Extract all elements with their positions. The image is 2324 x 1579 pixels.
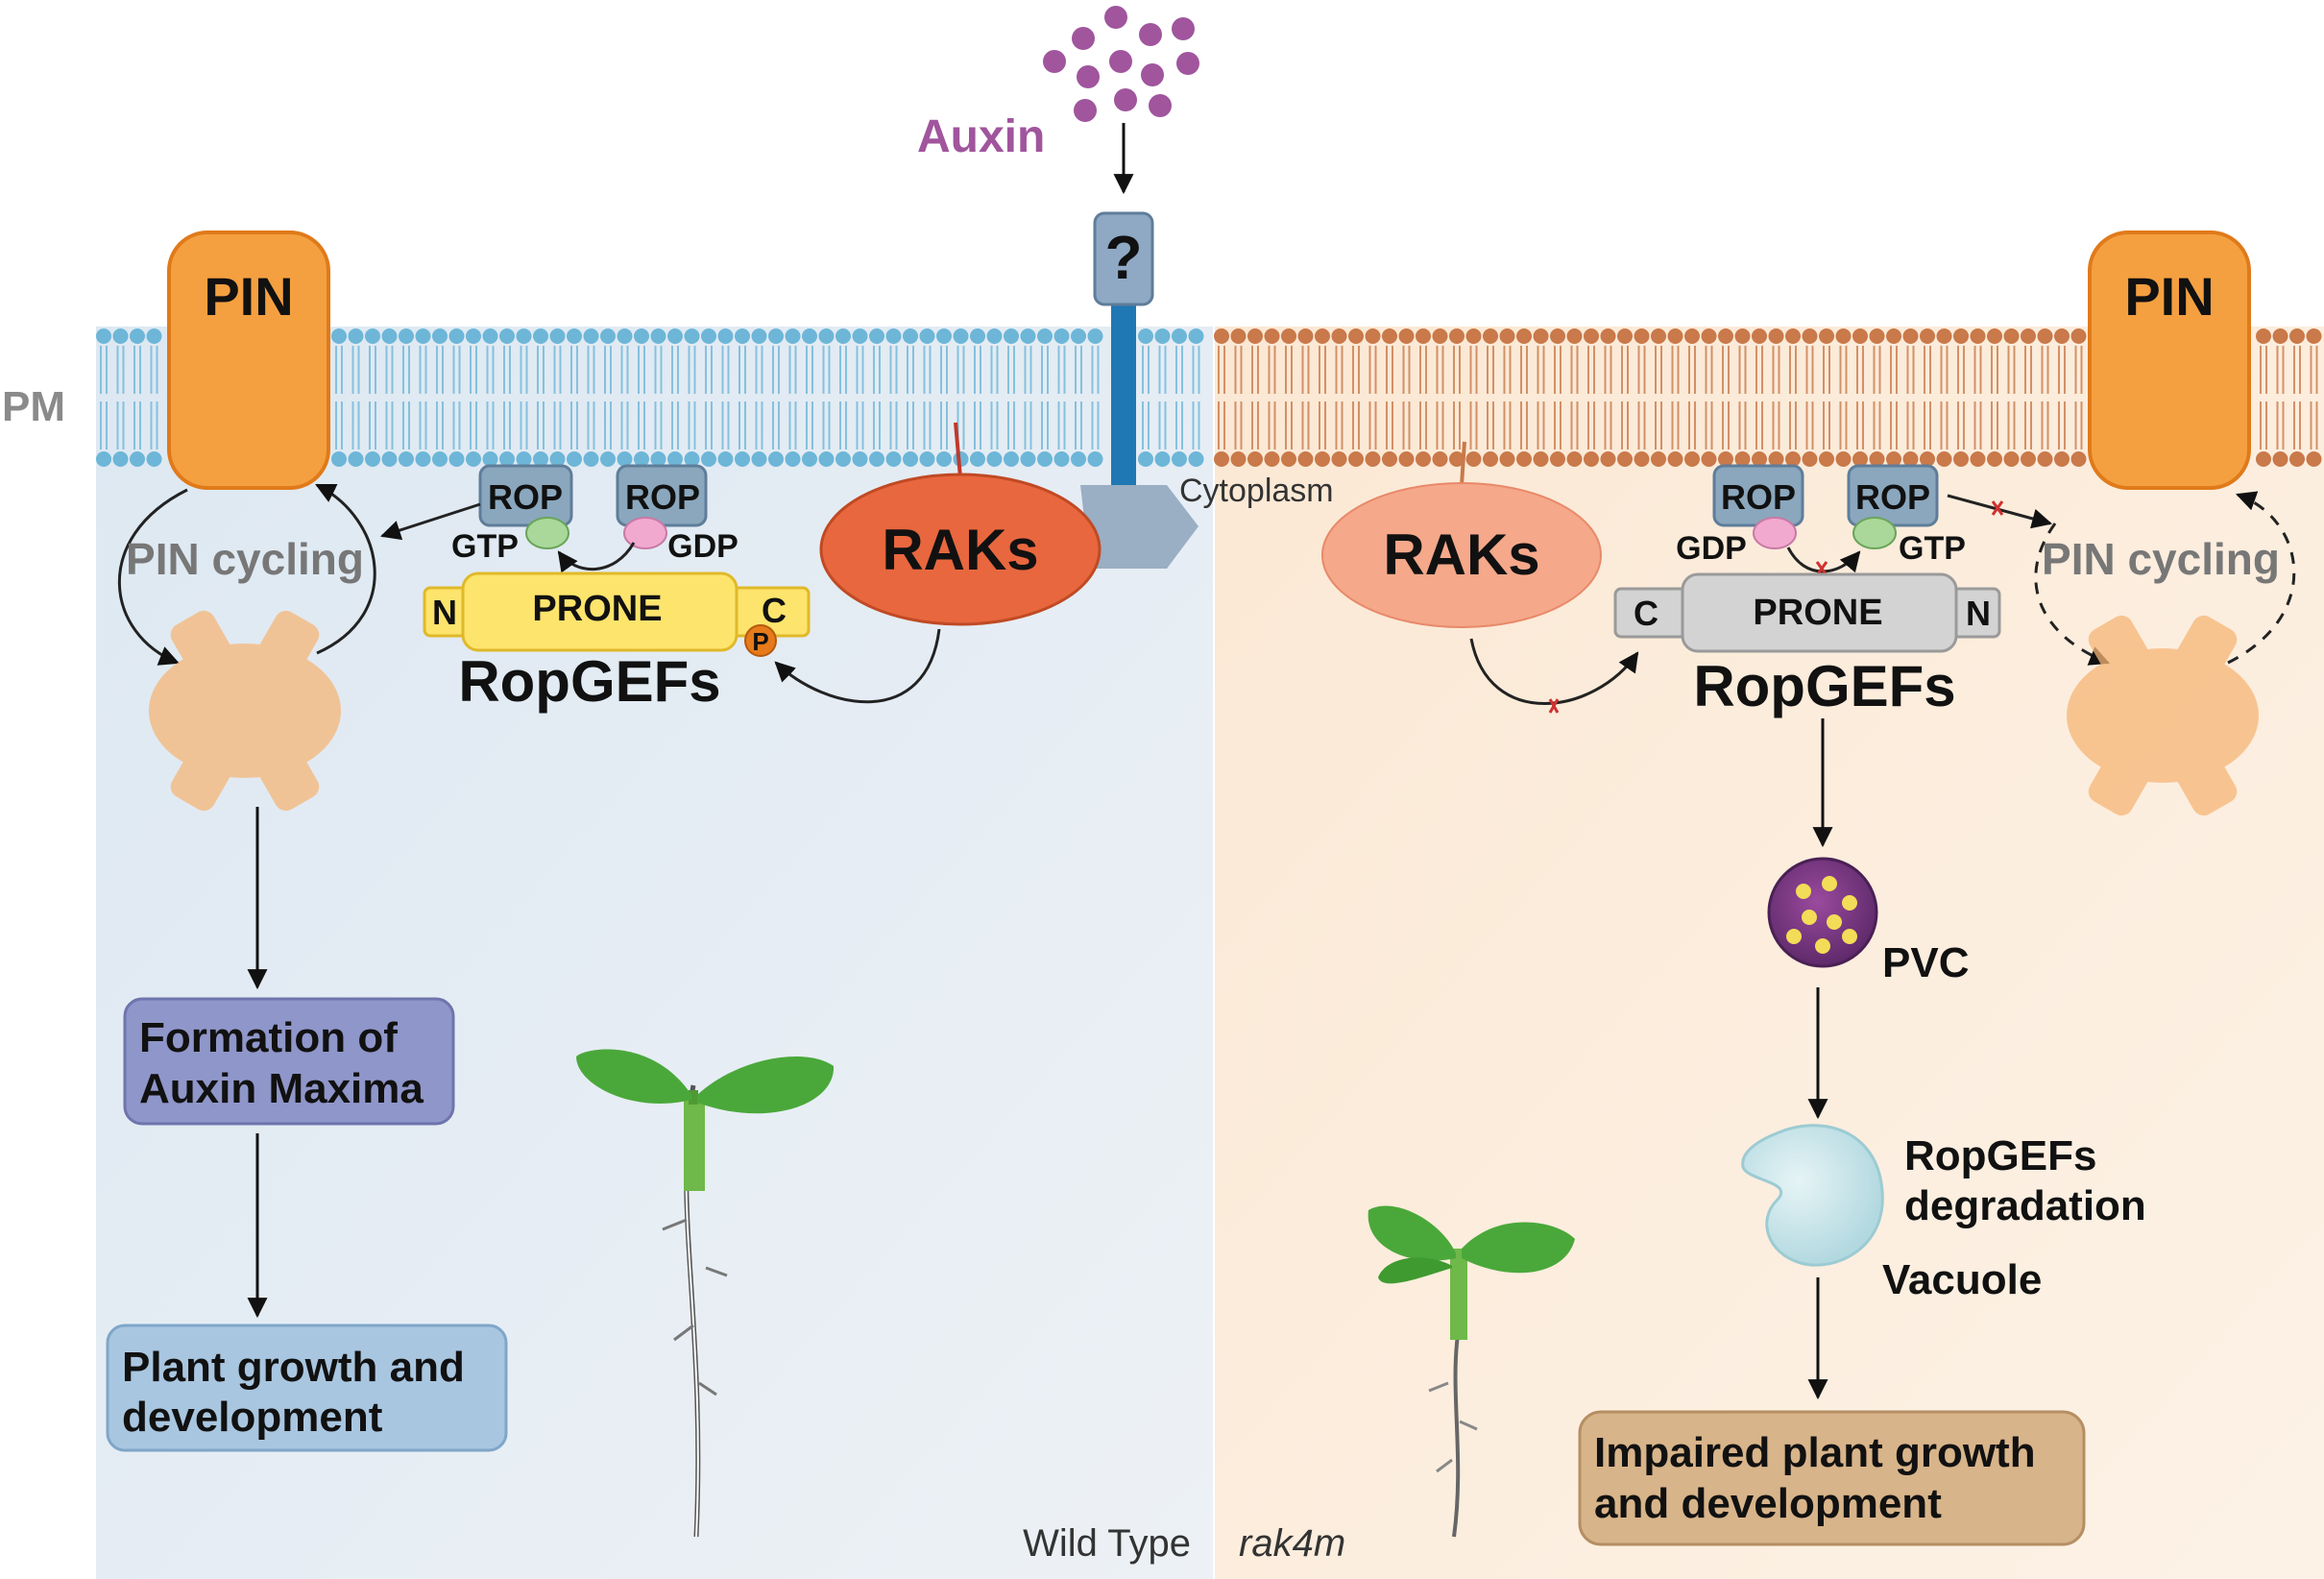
auxin-label: Auxin	[917, 111, 1045, 162]
n-terminus-mutant: N	[1966, 594, 1991, 633]
gdp-to-gtp-arrow	[557, 542, 636, 573]
box-plant-growth-line2: development	[122, 1394, 383, 1441]
pin-label-wild-type: PIN	[204, 266, 293, 327]
degradation-line1: RopGEFs	[1904, 1132, 2096, 1179]
n-terminus-wild-type: N	[432, 593, 457, 632]
block-mark-raks	[1548, 698, 1560, 714]
raks-blocked-arrow	[1469, 638, 1639, 705]
phosphorylation-mark: P	[752, 627, 768, 656]
pin-transporter-wild-type	[167, 231, 330, 490]
gdp-label-mutant: GDP	[1676, 530, 1747, 567]
pin-transporter-mutant	[2088, 231, 2251, 490]
receptor-question-mark: ?	[1104, 223, 1142, 292]
prone-label-wild-type: PRONE	[532, 589, 662, 629]
pvc-vesicles	[1786, 876, 1857, 954]
rop-label-active-mutant: ROP	[1855, 477, 1930, 517]
plasma-membrane-wild-type	[96, 328, 1204, 467]
pin-endosome-wild-type	[149, 610, 341, 812]
pin-cycling-loop-right	[315, 483, 376, 655]
vacuole-shape	[1741, 1124, 1884, 1267]
plasma-membrane-mutant	[1214, 328, 2322, 467]
gtp-label-wild-type: GTP	[451, 528, 519, 565]
box-auxin-maxima-line1: Formation of	[139, 1014, 398, 1061]
vacuole-label: Vacuole	[1882, 1256, 2042, 1303]
degradation-line2: degradation	[1904, 1182, 2146, 1229]
rop-label-active-wild-type: ROP	[488, 477, 563, 517]
unknown-receptor	[1080, 211, 1198, 569]
gtp-label-mutant: GTP	[1899, 530, 1966, 567]
pin-cycling-loop-left-mutant	[2034, 522, 2110, 666]
raks-label-wild-type: RAKs	[882, 518, 1038, 582]
seedling-wild-type	[576, 1049, 835, 1538]
rop-label-inactive-mutant: ROP	[1721, 477, 1796, 517]
rop-active-wild-type	[478, 464, 573, 549]
block-mark-pin-cycling	[1991, 500, 2004, 516]
raks-kinase-mutant	[1321, 482, 1602, 628]
wild-type-label: Wild Type	[1023, 1522, 1191, 1565]
raks-phosphorylates-ropgef-arrow	[774, 628, 941, 704]
raks-label-mutant: RAKs	[1383, 522, 1539, 587]
box-plant-growth-line1: Plant growth and	[122, 1344, 465, 1391]
raks-anchor-mutant	[1460, 441, 1466, 486]
box-auxin-maxima	[123, 997, 455, 1126]
box-impaired-line1: Impaired plant growth	[1594, 1429, 2036, 1476]
rop-active-mutant	[1847, 464, 1939, 549]
c-terminus-mutant: C	[1634, 594, 1658, 633]
rop-inactive-wild-type	[616, 464, 708, 549]
pm-label: PM	[2, 383, 65, 430]
prone-label-mutant: PRONE	[1753, 593, 1882, 633]
ropgefs-label-wild-type: RopGEFs	[458, 649, 720, 714]
pin-cycling-loop-left	[117, 488, 188, 666]
ropgefs-label-mutant: RopGEFs	[1693, 654, 1955, 718]
rop-inactive-mutant	[1712, 464, 1804, 549]
pvc-label: PVC	[1882, 939, 1969, 986]
pin-endosome-mutant	[2067, 615, 2259, 816]
c-terminus-wild-type: C	[762, 591, 787, 630]
ropgef-prone-wild-type	[423, 571, 811, 657]
raks-anchor-wild-type	[954, 422, 962, 478]
box-auxin-maxima-line2: Auxin Maxima	[139, 1065, 424, 1112]
pin-cycling-loop-right-mutant	[2227, 491, 2296, 665]
pin-cycling-label-wild-type: PIN cycling	[126, 534, 364, 584]
cytoplasm-label: Cytoplasm	[1179, 473, 1334, 509]
box-impaired-line2: and development	[1594, 1480, 1942, 1527]
box-impaired-growth	[1578, 1410, 2086, 1546]
seedling-mutant	[1368, 1205, 1575, 1538]
pin-label-mutant: PIN	[2124, 266, 2214, 327]
box-plant-growth	[106, 1324, 508, 1452]
rop-to-pin-cycling-arrow	[380, 502, 481, 541]
gdp-label-wild-type: GDP	[667, 528, 738, 565]
pin-cycling-label-mutant: PIN cycling	[2042, 534, 2280, 584]
rop-label-inactive-wild-type: ROP	[625, 477, 700, 517]
auxin-molecules	[1043, 6, 1199, 122]
raks-kinase-wild-type	[819, 473, 1101, 626]
ropgef-prone-mutant	[1613, 572, 2001, 653]
mutant-label: rak4m	[1239, 1522, 1345, 1565]
